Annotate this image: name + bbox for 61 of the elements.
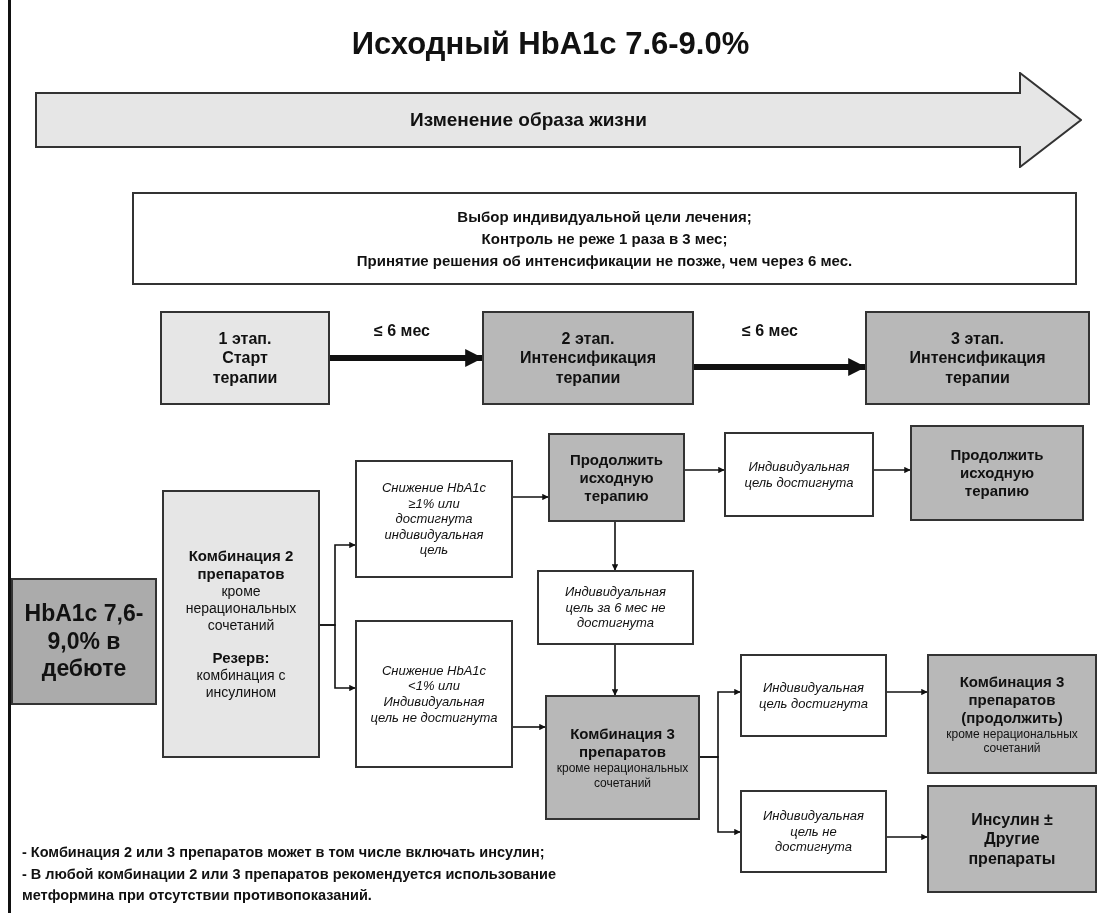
arrow [694,358,867,376]
box-text: Комбинация 3 препаратов (продолжить) [958,672,1066,727]
process-box [545,695,700,820]
process-box [548,433,685,522]
arrow [611,644,619,696]
box-text: Интенсификация терапии [908,348,1047,387]
box-text: Резерв: [212,649,270,668]
process-box [927,654,1097,774]
condition-text: Индивидуальная цель не достигнута [762,808,865,855]
condition-box [355,460,513,578]
condition-text: Индивидуальная цель достигнута [758,679,869,712]
box-text: кроме нерациональных сочетаний [945,726,1079,756]
arrow [684,466,725,474]
box-text: Принятие решения об интенсификации не позже, чем через 6 мес. [356,251,853,270]
box-text: 3 этап. [951,329,1004,349]
box-text: Комбинация 2 препаратов [187,547,295,583]
condition-box [355,620,513,768]
box-text: 1 этап. [218,329,272,349]
process-box [927,785,1097,893]
arrow [886,833,928,841]
box-text: HbA1c 7,6-9,0% в дебюте [24,600,144,683]
arrow [512,493,549,501]
arrow [512,723,546,731]
box-text: Инсулин ± Другие препараты [967,810,1057,868]
arrow [873,466,911,474]
arrow-band [35,72,1082,168]
stage-box [482,311,694,405]
title: Исходный HbA1c 7.6-9.0% [351,26,750,61]
condition-text: Индивидуальная цель достигнута [744,458,854,491]
condition-box [537,570,694,645]
info-box [132,192,1077,285]
condition-box [740,790,887,873]
box-text: Продолжить исходную терапию [568,450,665,505]
box-text: Интенсификация терапии [518,348,657,387]
process-box [162,490,320,758]
footnote: - В любой комбинации 2 или 3 препаратов рекомендуется использование метформина при отсутствии противопоказаний. [22,865,557,905]
footnote: - Комбинация 2 или 3 препаратов может в том числе включать инсулин; [22,843,546,862]
arrow [319,624,356,692]
box-text: Продолжить исходную терапию [949,446,1045,500]
box-text: Выбор индивидуальной цели лечения; [457,207,752,226]
band-label: Изменение образа жизни [410,108,647,132]
stage-box [865,311,1090,405]
stage-box [160,311,330,405]
condition-text: Снижение HbA1c ≥1% или достигнута индивидуальная цель [380,480,488,558]
box-text: Старт терапии [211,348,279,387]
condition-text: Снижение HbA1c <1% или Индивидуальная цель не достигнута [369,662,499,726]
condition-text: Индивидуальная цель за 6 мес не достигнута [564,584,667,631]
box-text: кроме нерациональных сочетаний [184,583,298,634]
arrow [886,688,928,696]
box-text: комбинация с инсулином [195,667,287,701]
process-box [910,425,1084,521]
box-text: Комбинация 3 препаратов [569,725,676,762]
box-text: кроме нерациональных сочетаний [555,761,690,790]
condition-box [724,432,874,517]
arrow [330,349,484,367]
condition-box [740,654,887,737]
arrow [611,521,619,571]
box-text: Контроль не реже 1 раза в 3 мес; [481,229,728,248]
arrow [699,756,741,836]
box-text: 2 этап. [561,329,615,349]
start-box [11,578,157,705]
